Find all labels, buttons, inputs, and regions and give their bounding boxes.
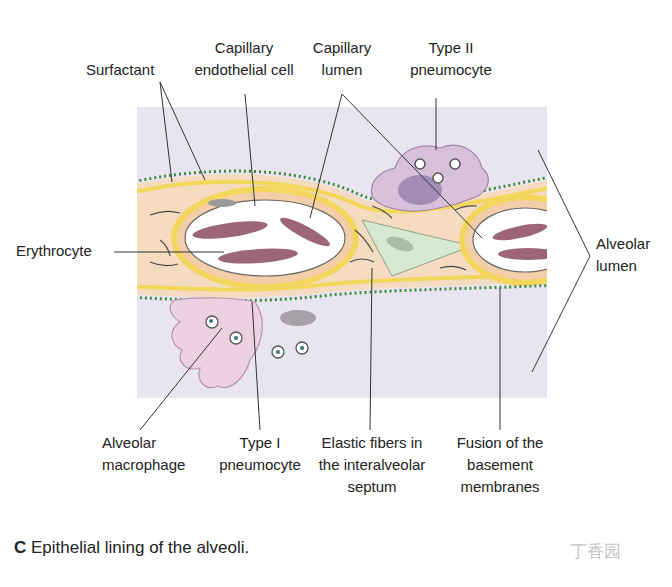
part-label: Type I pneumocyte	[204, 432, 316, 476]
part-label: Erythrocyte	[16, 240, 112, 262]
part-label: Capillary endothelial cell	[178, 37, 310, 81]
part-label: Surfactant	[86, 59, 176, 81]
watermark: 丁香园	[570, 540, 650, 563]
part-label: Fusion of the basement membranes	[436, 432, 564, 498]
part-label: Alveolar lumen	[596, 233, 666, 277]
part-label: Alveolar macrophage	[102, 432, 192, 476]
figure-caption: C Epithelial lining of the alveoli.	[14, 537, 534, 559]
part-label: Type II pneumocyte	[396, 37, 506, 81]
part-label: Elastic fibers in the interalveolar sept…	[318, 432, 426, 498]
part-label: Capillary lumen	[296, 37, 388, 81]
